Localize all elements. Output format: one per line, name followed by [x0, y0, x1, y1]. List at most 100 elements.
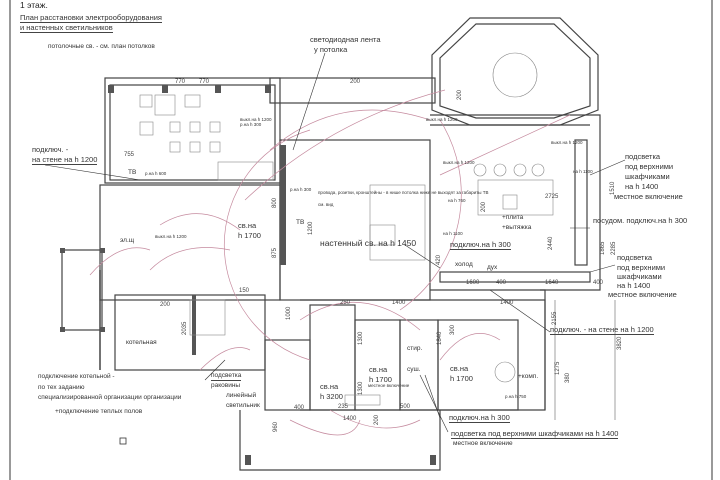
note-out-1200: выкл.на h 1200: [443, 160, 475, 165]
note-out-1200: выкл.на h 1200: [426, 117, 458, 122]
computer-label: +комп.: [518, 373, 539, 380]
dimension: 800: [272, 197, 278, 208]
upper-light-b-5: местное включение: [608, 290, 677, 299]
dimension: 420: [436, 254, 442, 265]
washer-label: стир.: [407, 345, 423, 352]
dimension: 150: [239, 288, 250, 294]
dimension: 300: [450, 324, 456, 335]
dimension: 200: [481, 201, 487, 212]
note-sock-300: р.на h 300: [290, 187, 312, 192]
dimension: 1400: [343, 416, 357, 422]
panel-label: эл.щ: [120, 237, 135, 244]
leader-lines: [44, 52, 626, 433]
dimension: 1400: [500, 300, 514, 306]
note-out-1200: выкл.на h 1200: [240, 117, 272, 122]
dimension: 1300: [358, 381, 364, 395]
ceiling-note: потолочные св. - см. план потолков: [48, 43, 155, 50]
dimension: 2725: [545, 194, 559, 200]
upper-light-c-1: подсветка под верхними шкафчиками на h 1…: [451, 429, 619, 439]
boiler-conn-1: подключение котельной -: [38, 373, 115, 380]
boiler-room-label: котельная: [126, 339, 157, 346]
dimension: 2285: [611, 241, 617, 255]
sheet-title-line1: План расстановки электрооборудования: [20, 13, 162, 23]
sink-light-1: подсветка: [211, 372, 242, 381]
conn-wall-label: подключ. -: [32, 145, 69, 154]
dimension: 770: [199, 79, 210, 85]
dimension: 1400: [392, 300, 406, 306]
upper-light-a-1: подсветка: [625, 152, 661, 161]
dimension: 2440: [548, 236, 554, 250]
dimension: 200: [160, 302, 171, 308]
dimension: 755: [124, 152, 135, 158]
lamp-1700-c-2: h 1700: [450, 374, 473, 383]
upper-light-b-2: под верхними: [617, 263, 666, 272]
dryer-label: суш.: [407, 366, 421, 373]
dimension: 500: [400, 404, 411, 410]
note-sock-760: на h 760: [448, 198, 466, 203]
dimension: 1510: [610, 181, 616, 195]
stove-label: +плита: [502, 214, 524, 221]
note-sock-600: р.на h 600: [145, 171, 167, 176]
furniture: [139, 52, 554, 406]
conn-wall-1200-b: подключ. - на стене на h 1200: [550, 325, 654, 335]
note-out-1200: выкл.на h 1200: [155, 234, 187, 239]
upper-light-a-2: под верхними: [625, 162, 674, 171]
sheet-title-line2: и настенных светильников: [20, 23, 113, 33]
sink-light-3: линейный: [226, 392, 257, 399]
lamp-3200-2: h 3200: [320, 392, 343, 401]
dimension: 235: [338, 404, 349, 410]
dimension: 1600: [466, 280, 480, 286]
dimension: 2155: [552, 311, 558, 325]
walls: [61, 17, 616, 471]
lamp-3200: св.на: [320, 382, 339, 391]
note-sock-1100: на h 1100: [443, 231, 463, 236]
floor-label: 1 этаж.: [20, 0, 48, 10]
small-square-mark: [119, 437, 127, 445]
tv-label-2: ТВ: [296, 219, 305, 226]
dimension: 1300: [358, 331, 364, 345]
wiring-arcs: [89, 89, 571, 436]
sink-light-2: раковины: [211, 382, 241, 389]
boiler-conn-4: +подключение теплых полов: [55, 408, 143, 415]
upper-light-a-4: на h 1400: [625, 182, 659, 191]
tv-label: ТВ: [128, 169, 137, 176]
dimension: 380: [565, 372, 571, 383]
dimension: 400: [593, 280, 604, 286]
tv-wiring-note-2: см. вид: [318, 202, 334, 207]
oven-label: дух: [487, 264, 498, 271]
dimension: 960: [273, 421, 279, 432]
upper-light-b-3: шкафчиками: [617, 272, 662, 281]
lamp-1700-b-3: местное включение: [368, 383, 410, 388]
upper-light-c-2: местное включение: [453, 440, 513, 447]
note-sock-750: р.на h 750: [505, 394, 527, 399]
dishwasher-label: посудом. подключ.на h 300: [593, 216, 688, 225]
boiler-conn-2: по тех заданию: [38, 384, 85, 391]
dimension: 1640: [545, 280, 559, 286]
boiler-conn-3: специализированной организации организац…: [38, 394, 182, 401]
upper-light-b-4: на h 1400: [617, 281, 651, 290]
led-strip-label-2: у потолка: [314, 45, 348, 54]
upper-light-b-1: подсветка: [617, 253, 653, 262]
note-sock-1100: на h 1100: [573, 169, 593, 174]
dimension: 3820: [617, 336, 623, 350]
conn-300-a: подключ.на h 300: [450, 240, 511, 250]
dimension: 1000: [286, 306, 292, 320]
lamp-1700-b-2: h 1700: [369, 375, 392, 384]
dimension: 1275: [555, 361, 561, 375]
conn-wall-label-2: на стене на h 1200: [32, 155, 98, 165]
lamp-1700-a-2: h 1700: [238, 231, 261, 240]
upper-light-a-3: шкафчиками: [625, 172, 670, 181]
lamp-1700-a: св.на: [238, 221, 257, 230]
lamp-1700-b: св.на: [369, 365, 388, 374]
led-strip-label: светодиодная лента: [310, 35, 381, 44]
dimension: 875: [272, 247, 278, 258]
tv-wiring-note: провода, розетки, кронштейны - в нише по…: [318, 190, 489, 195]
dimension: 250: [340, 300, 351, 306]
dimension: 400: [294, 405, 305, 411]
fridge-label: холод: [455, 261, 473, 268]
dimension: 1865: [600, 241, 606, 255]
sink-light-4: светильник: [226, 402, 260, 409]
conn-300-b: подключ.на h 300: [449, 413, 510, 423]
wall-lamp-1450: настенный св. на h 1450: [320, 238, 417, 248]
